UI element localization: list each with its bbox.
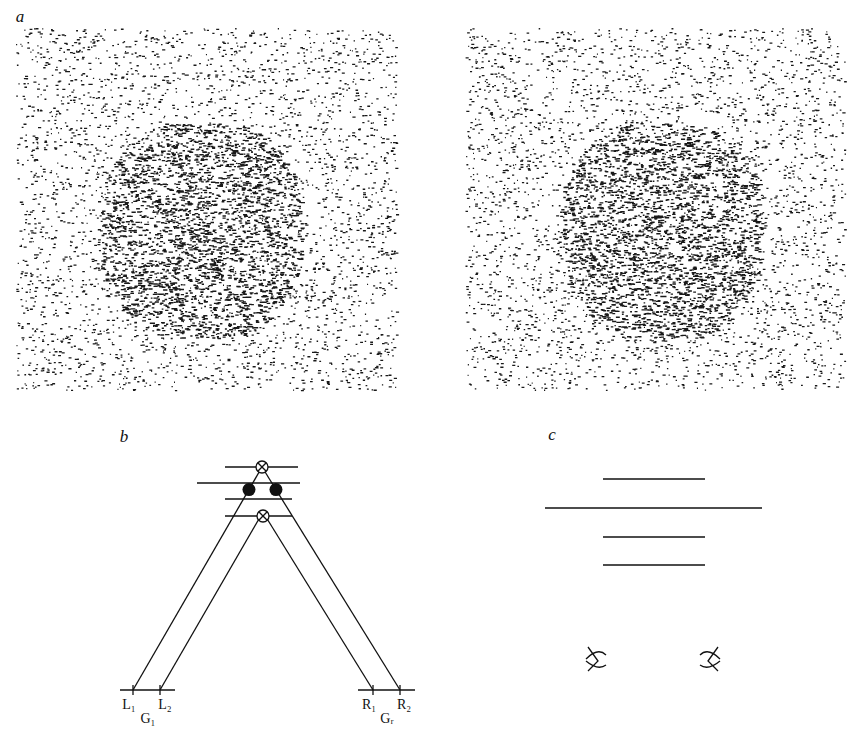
point-label: G₁: [141, 712, 156, 726]
false-match-point: [257, 510, 269, 522]
false-match-point: [259, 512, 267, 520]
false-match-point: [258, 463, 266, 471]
point-label: L₁: [122, 698, 135, 712]
sight-line: [160, 516, 261, 690]
baseline: [120, 689, 175, 690]
random-dot-image-left: [16, 28, 399, 391]
point-label: L₂: [158, 698, 171, 712]
false-match-point: [256, 461, 268, 473]
eye-symbol: [586, 647, 606, 671]
false-match-point: [258, 463, 266, 471]
panel-letter: a: [16, 8, 25, 25]
panel-letter: c: [548, 426, 556, 443]
eye-symbol: [700, 647, 720, 671]
sight-line: [262, 467, 400, 690]
point-label: R₁: [362, 698, 376, 712]
random-dot-image-right: [466, 28, 847, 391]
point-label: R₂: [397, 698, 411, 712]
perceived-plane: [603, 564, 705, 565]
true-match-point: [242, 483, 255, 496]
perceived-plane: [603, 536, 705, 537]
true-match-point: [269, 483, 282, 496]
baseline: [358, 689, 415, 690]
panel-letter: b: [120, 428, 129, 445]
perceived-plane: [545, 507, 762, 508]
false-match-point: [259, 512, 267, 520]
point-label: Gᵣ: [380, 712, 393, 726]
sight-line: [265, 516, 373, 690]
perceived-plane: [603, 478, 705, 479]
sight-line: [133, 467, 262, 690]
